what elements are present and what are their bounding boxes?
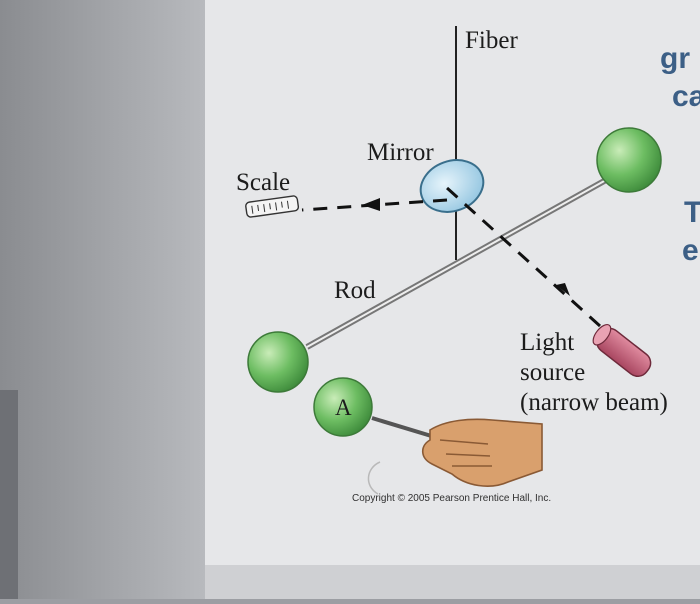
- faint-mark: [367, 461, 381, 495]
- copyright-text: Copyright © 2005 Pearson Prentice Hall, …: [352, 493, 552, 504]
- side-text-4: e: [682, 234, 699, 267]
- hand: [421, 418, 543, 487]
- label-scale: Scale: [236, 169, 291, 196]
- left-bezel: [0, 390, 18, 599]
- label-mirror: Mirror: [367, 139, 434, 166]
- label-rod: Rod: [334, 277, 376, 304]
- rod-highlight: [306, 179, 607, 348]
- hand-fingers: [439, 439, 492, 467]
- label-fiber: Fiber: [465, 27, 518, 54]
- mirror-disk: [419, 159, 485, 213]
- left-screen-edge: [0, 0, 210, 599]
- page-bottom-shadow: [205, 565, 700, 599]
- scale-ruler: [245, 195, 300, 218]
- page-sheet: [205, 0, 700, 565]
- sphere-upper-right: [596, 127, 662, 193]
- reflected-ray-arrow: [362, 198, 380, 211]
- wand: [371, 416, 439, 440]
- sphere-lower-left: [247, 331, 309, 393]
- side-text-3: T: [684, 196, 700, 229]
- sphere-a: [313, 377, 373, 437]
- incident-light-ray: [445, 186, 602, 328]
- label-light-line1: Light: [520, 329, 575, 356]
- side-text-2: ca: [672, 80, 700, 113]
- label-sphere-a: A: [335, 395, 352, 420]
- label-light-line3: (narrow beam): [520, 389, 668, 416]
- light-source-cylinder: [592, 324, 652, 378]
- label-light-line2: source: [520, 359, 586, 386]
- side-text-1: gr: [660, 42, 690, 75]
- incident-ray-arrow: [556, 283, 570, 296]
